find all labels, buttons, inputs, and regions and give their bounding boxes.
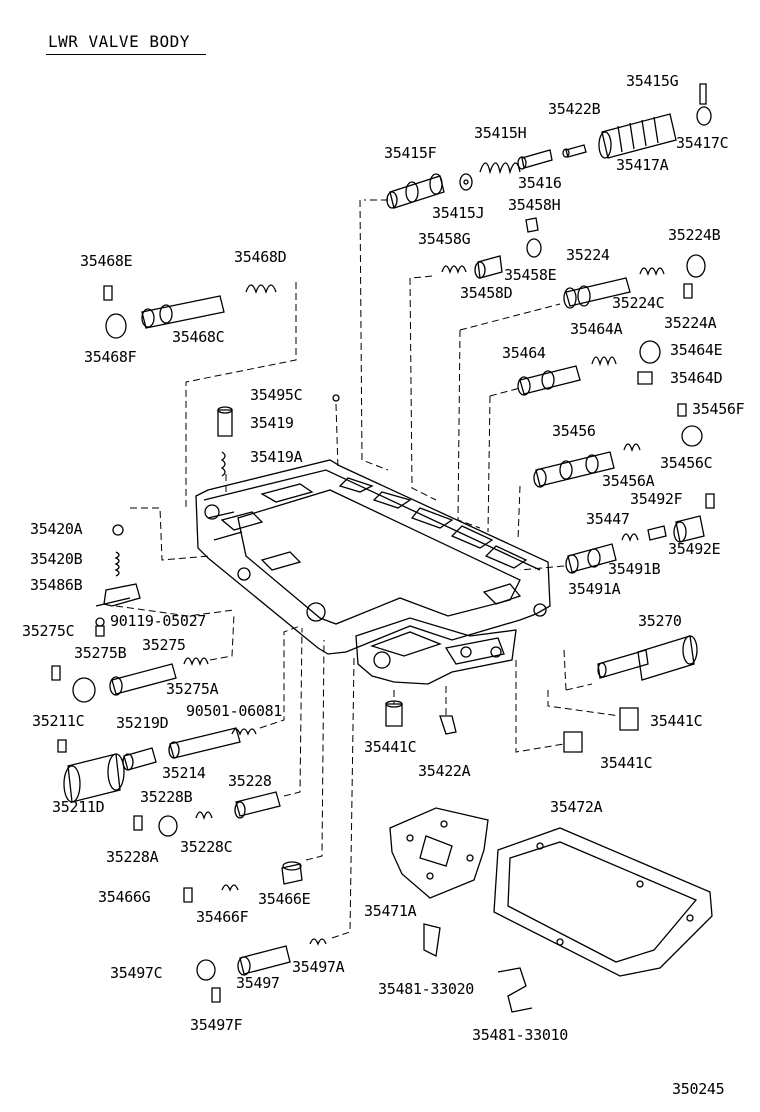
part-label[interactable]: 35481-33020 — [378, 980, 475, 998]
part-label[interactable]: 35416 — [518, 174, 562, 192]
part-label[interactable]: 35491A — [568, 580, 621, 598]
part-label[interactable]: 35458H — [508, 196, 561, 214]
part-label[interactable]: 35456F — [692, 400, 745, 418]
part-label[interactable]: 90119-05027 — [110, 612, 207, 630]
part-label[interactable]: 35415H — [474, 124, 527, 142]
valve-35228-group — [133, 791, 281, 837]
plate-35471A — [389, 807, 489, 899]
valve-35497-group — [196, 938, 327, 1003]
part-label[interactable]: 35224A — [664, 314, 717, 332]
part-label[interactable]: 35468E — [80, 252, 133, 270]
part-label[interactable]: 35464E — [670, 341, 723, 359]
part-label[interactable]: 35466F — [196, 908, 249, 926]
part-label[interactable]: 35228C — [180, 838, 233, 856]
part-label[interactable]: 35464D — [670, 369, 723, 387]
part-label[interactable]: 35456A — [602, 472, 655, 490]
part-label[interactable]: 35492F — [630, 490, 683, 508]
part-label[interactable]: 35422A — [418, 762, 471, 780]
valve-35419-group — [217, 394, 340, 477]
gasket-35472A — [493, 827, 713, 977]
part-label[interactable]: 35228B — [140, 788, 193, 806]
part-label[interactable]: 35458G — [418, 230, 471, 248]
valve-35492-group — [565, 493, 715, 574]
diagram-title: LWR VALVE BODY — [48, 32, 190, 51]
part-label[interactable]: 35415J — [432, 204, 485, 222]
part-label[interactable]: 35492E — [668, 540, 721, 558]
part-label[interactable]: 35441C — [364, 738, 417, 756]
part-label[interactable]: 35497C — [110, 964, 163, 982]
part-label[interactable]: 35464 — [502, 344, 546, 362]
part-label[interactable]: 35275 — [142, 636, 186, 654]
title-underline — [46, 54, 206, 55]
part-label[interactable]: 35497 — [236, 974, 280, 992]
valve-35468-group — [103, 284, 277, 339]
lower-valve-body — [195, 459, 551, 685]
part-label[interactable]: 35472A — [550, 798, 603, 816]
part-label[interactable]: 35415G — [626, 72, 679, 90]
part-label[interactable]: 35224B — [668, 226, 721, 244]
part-label[interactable]: 35497A — [292, 958, 345, 976]
solenoid-35270 — [597, 635, 698, 681]
part-label[interactable]: 35491B — [608, 560, 661, 578]
part-label[interactable]: 35468F — [84, 348, 137, 366]
valve-35464-group — [517, 340, 661, 396]
detent-springs — [423, 923, 533, 1013]
part-label[interactable]: 35420A — [30, 520, 83, 538]
part-label[interactable]: 35468C — [172, 328, 225, 346]
part-label[interactable]: 35481-33010 — [472, 1026, 569, 1044]
retainer-group — [385, 700, 639, 753]
part-label[interactable]: 35495C — [250, 386, 303, 404]
part-label[interactable]: 35219D — [116, 714, 169, 732]
part-label[interactable]: 35224C — [612, 294, 665, 312]
part-label[interactable]: 90501-06081 — [186, 702, 283, 720]
part-label[interactable]: 35224 — [566, 246, 610, 264]
valve-35214-group — [57, 727, 257, 803]
valve-35275-group — [51, 657, 209, 703]
part-label[interactable]: 35422B — [548, 100, 601, 118]
part-label[interactable]: 35270 — [638, 612, 682, 630]
part-label[interactable]: 35415F — [384, 144, 437, 162]
part-label[interactable]: 35228A — [106, 848, 159, 866]
part-label[interactable]: 35464A — [570, 320, 623, 338]
part-label[interactable]: 35486B — [30, 576, 83, 594]
part-label[interactable]: 35417A — [616, 156, 669, 174]
part-label[interactable]: 35275A — [166, 680, 219, 698]
part-label[interactable]: 35441C — [600, 754, 653, 772]
leader-lines — [115, 199, 621, 939]
part-label[interactable]: 35211C — [32, 712, 85, 730]
part-label[interactable]: 35466E — [258, 890, 311, 908]
part-label[interactable]: 35211D — [52, 798, 105, 816]
part-label[interactable]: 35275B — [74, 644, 127, 662]
part-label[interactable]: 35458D — [460, 284, 513, 302]
part-label[interactable]: 35456 — [552, 422, 596, 440]
part-label[interactable]: 35419A — [250, 448, 303, 466]
figure-number: 350245 — [672, 1080, 725, 1098]
part-label[interactable]: 35497F — [190, 1016, 243, 1034]
valve-35224-group — [563, 254, 706, 309]
part-label[interactable]: 35471A — [364, 902, 417, 920]
shift-valve-group — [386, 83, 712, 209]
part-label[interactable]: 35458E — [504, 266, 557, 284]
left-small-parts — [95, 524, 141, 637]
valve-35466-group — [183, 861, 303, 903]
part-label[interactable]: 35275C — [22, 622, 75, 640]
part-label[interactable]: 35228 — [228, 772, 272, 790]
part-label[interactable]: 35456C — [660, 454, 713, 472]
valve-35456-group — [533, 403, 703, 488]
part-label[interactable]: 35419 — [250, 414, 294, 432]
part-label[interactable]: 35466G — [98, 888, 151, 906]
valve-35458-group — [441, 217, 542, 279]
part-label[interactable]: 35420B — [30, 550, 83, 568]
part-label[interactable]: 35214 — [162, 764, 206, 782]
part-label[interactable]: 35417C — [676, 134, 729, 152]
part-label[interactable]: 35447 — [586, 510, 630, 528]
part-label[interactable]: 35468D — [234, 248, 287, 266]
part-label[interactable]: 35441C — [650, 712, 703, 730]
